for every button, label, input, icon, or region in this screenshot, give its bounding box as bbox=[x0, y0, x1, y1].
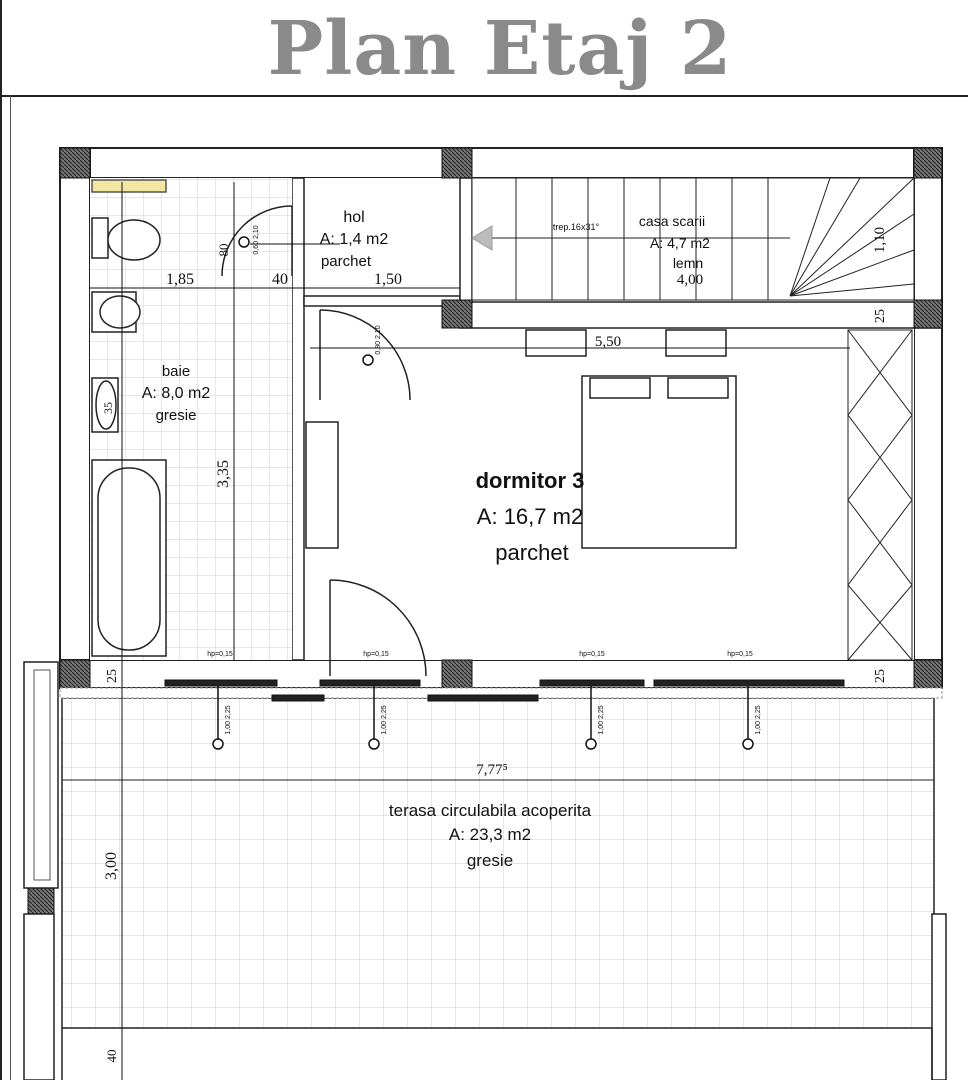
hol-area: A: 1,4 m2 bbox=[320, 231, 389, 248]
dim-5-50: 5,50 bbox=[595, 334, 621, 350]
title-frame bbox=[0, 0, 968, 97]
dim-1-10: 1,10 bbox=[872, 227, 888, 253]
frame-inner-border bbox=[10, 95, 11, 1080]
baie-area: A: 8,0 m2 bbox=[142, 385, 211, 402]
dim-25-a: 25 bbox=[873, 309, 888, 323]
door-swings bbox=[221, 205, 427, 677]
dormitor-area: A: 16,7 m2 bbox=[477, 504, 583, 529]
dim-1-85: 1,85 bbox=[166, 271, 194, 288]
terasa-area: A: 23,3 m2 bbox=[449, 825, 531, 844]
dimension-lines bbox=[90, 182, 850, 1080]
window-code-2: 1,00 2,25 bbox=[381, 705, 388, 734]
dim-40: 40 bbox=[272, 271, 288, 288]
dim-1-50: 1,50 bbox=[374, 271, 402, 288]
casa-scarii-floor: lemn bbox=[673, 255, 703, 271]
dim-35: 35 bbox=[101, 402, 115, 414]
terasa-floor: gresie bbox=[467, 851, 513, 870]
dimension-labels: 1,85 40 1,50 4,00 5,50 7,77⁵ 3,35 3,00 1… bbox=[101, 227, 888, 1063]
baie-floor: gresie bbox=[156, 407, 197, 424]
room-labels: hol A: 1,4 m2 parchet casa scarii A: 4,7… bbox=[142, 209, 710, 870]
terasa-name: terasa circulabila acoperita bbox=[389, 801, 592, 820]
hol-floor: parchet bbox=[321, 253, 372, 270]
dim-7-77: 7,77⁵ bbox=[476, 762, 507, 778]
window-code-1: 1,00 2,25 bbox=[225, 705, 232, 734]
window-label-1: hp=0,15 bbox=[207, 651, 233, 658]
door-code-2: 0,80 2,10 bbox=[375, 325, 382, 354]
staircase bbox=[471, 177, 915, 301]
hol-name: hol bbox=[343, 209, 364, 226]
door-code-1: 0,60 2,10 bbox=[253, 225, 260, 254]
dim-3-00: 3,00 bbox=[103, 852, 120, 880]
bed bbox=[525, 329, 737, 549]
stair-note: trep.16x31° bbox=[553, 222, 600, 232]
casa-scarii-area: A: 4,7 m2 bbox=[650, 235, 710, 251]
window-code-3: 1,00 2,25 bbox=[598, 705, 605, 734]
casa-scarii-name: casa scarii bbox=[639, 213, 705, 229]
opening-markers bbox=[212, 236, 754, 750]
dormitor-floor: parchet bbox=[495, 540, 568, 565]
window-label-3: hp=0,15 bbox=[579, 651, 605, 658]
desk bbox=[305, 421, 339, 549]
wardrobe bbox=[847, 329, 913, 661]
bathroom-fixtures bbox=[91, 179, 167, 657]
dim-25-c: 25 bbox=[105, 669, 120, 683]
terrace-floor bbox=[61, 697, 935, 1029]
window-height-labels: hp=0,15 hp=0,15 hp=0,15 hp=0,15 1,00 2,2… bbox=[207, 225, 762, 734]
dim-40-b: 40 bbox=[104, 1050, 119, 1063]
dim-80: 80 bbox=[216, 244, 231, 257]
frame-left-border bbox=[0, 0, 2, 1080]
dim-3-35: 3,35 bbox=[215, 460, 232, 488]
window-code-4: 1,00 2,25 bbox=[755, 705, 762, 734]
window-label-4: hp=0,15 bbox=[727, 651, 753, 658]
dim-4-00: 4,00 bbox=[677, 272, 703, 288]
window-label-2: hp=0,15 bbox=[363, 651, 389, 658]
dim-25-b: 25 bbox=[873, 669, 888, 683]
baie-name: baie bbox=[162, 363, 190, 380]
plan-title: Plan Etaj 2 bbox=[267, 6, 733, 92]
windows bbox=[164, 679, 845, 702]
dormitor-name: dormitor 3 bbox=[476, 468, 585, 493]
